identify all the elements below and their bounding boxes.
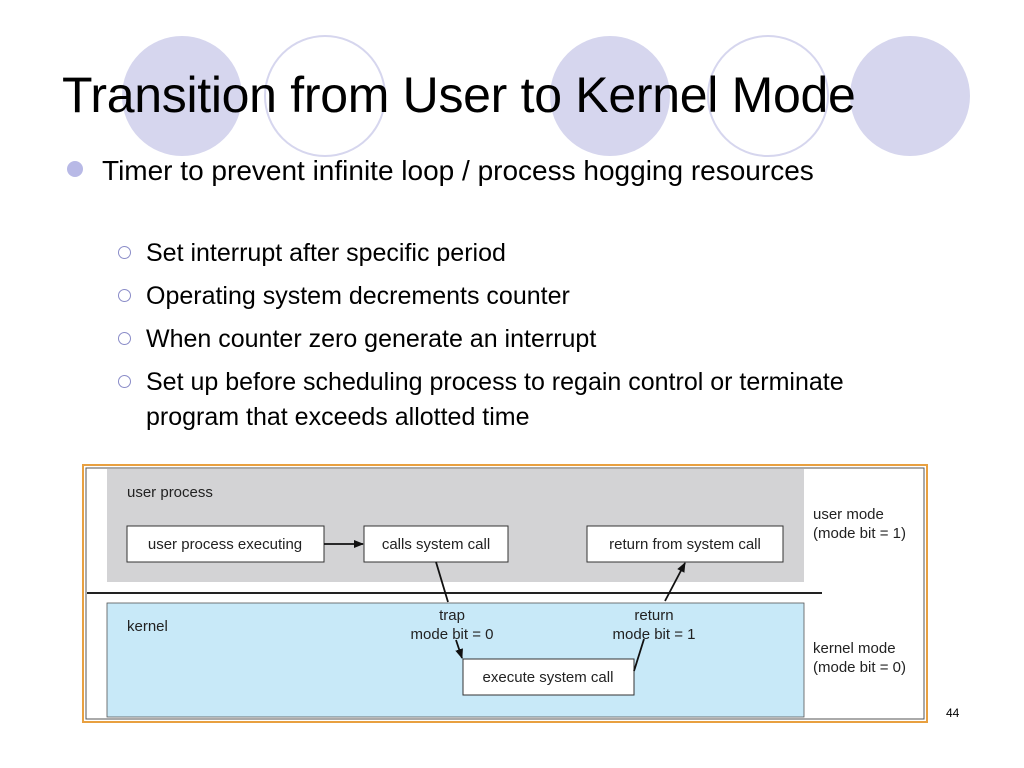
- return-system-call-text: return from system call: [609, 536, 761, 553]
- sub-bullet-ring-icon: [118, 375, 131, 388]
- kernel-mode-label: kernel mode: [813, 640, 896, 657]
- sub-bullet-ring-icon: [118, 332, 131, 345]
- execute-system-call-text: execute system call: [483, 669, 614, 686]
- kernel-mode-bit-label: (mode bit = 0): [813, 659, 906, 676]
- sub-bullet-ring-icon: [118, 289, 131, 302]
- calls-system-call-text: calls system call: [382, 536, 490, 553]
- user-region-label: user process: [127, 484, 213, 501]
- user-executing-text: user process executing: [148, 536, 302, 553]
- trap-arrow-upper: [435, 561, 449, 603]
- kernel-region-label: kernel: [127, 618, 168, 635]
- execute-system-call-box: [462, 658, 635, 696]
- mode-transition-diagram: user process kernel user process executi…: [82, 464, 928, 723]
- return-arrow-upper: [664, 562, 686, 602]
- trap-mode-label: mode bit = 0: [411, 626, 494, 643]
- decor-circle: [550, 36, 670, 156]
- return-system-call-box: [586, 525, 784, 563]
- calls-system-call-box: [363, 525, 509, 563]
- return-label: return: [634, 607, 673, 624]
- user-mode-label: user mode: [813, 506, 884, 523]
- return-mode-label: mode bit = 1: [613, 626, 696, 643]
- return-arrow-lower: [633, 638, 645, 672]
- slide-title: Transition from User to Kernel Mode: [62, 67, 856, 123]
- sub-bullet: Operating system decrements counter: [146, 282, 570, 310]
- sub-bullet: When counter zero generate an interrupt: [146, 325, 597, 353]
- decor-circle: [850, 36, 970, 156]
- decor-circle: [264, 35, 386, 157]
- kernel-region: [106, 602, 805, 718]
- sub-bullet: Set up before scheduling process to rega…: [146, 368, 844, 431]
- decor-circle: [122, 36, 242, 156]
- sub-bullet-ring-icon: [118, 246, 131, 259]
- page-number: 44: [946, 706, 960, 720]
- trap-arrow-lower: [455, 639, 463, 659]
- trap-label: trap: [439, 607, 465, 624]
- user-mode-bit-label: (mode bit = 1): [813, 525, 906, 542]
- decorative-circles: [122, 35, 970, 157]
- main-bullet: Timer to prevent infinite loop / process…: [102, 155, 814, 186]
- sub-bullet: Set interrupt after specific period: [146, 239, 506, 267]
- decor-circle: [707, 35, 829, 157]
- bullet-dot-icon: [67, 161, 83, 177]
